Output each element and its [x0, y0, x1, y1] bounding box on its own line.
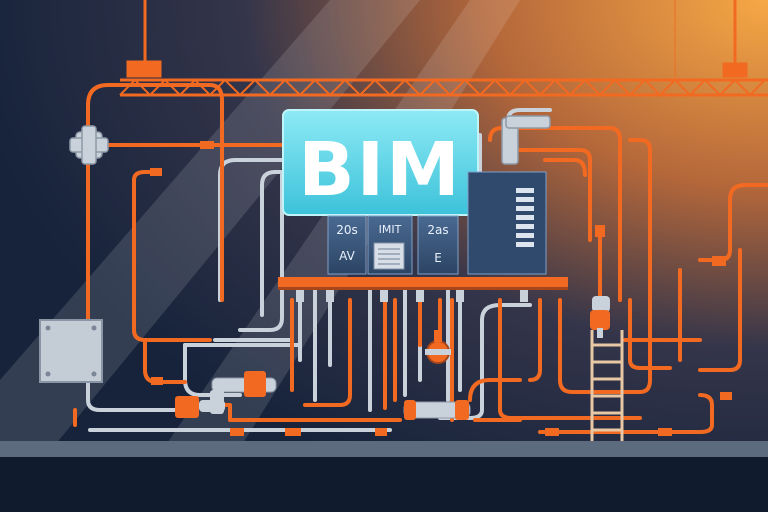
panel-1-bottom: AV [339, 249, 355, 263]
control-panels: 20s AV IMIT 2as E [327, 171, 547, 275]
bim-sign-text: BIM [298, 127, 462, 213]
control-panel-icon [467, 171, 547, 275]
junction-box-icon [39, 319, 103, 383]
valve-icon [425, 330, 451, 364]
pressure-valve-icon [590, 296, 610, 338]
floor-shadow [0, 457, 768, 512]
inline-valve-bottom-left [175, 396, 225, 418]
inline-valve-bottom-center [403, 400, 471, 420]
manifold-bar [278, 277, 568, 302]
panel-1-top: 20s [336, 223, 358, 237]
pipe-couplings [150, 141, 732, 436]
panel-2-screen [373, 242, 405, 270]
truss-icon [119, 0, 768, 97]
elbow-fitting-icon [501, 115, 551, 165]
floor-slab [0, 441, 768, 457]
panel-3-top: 2as [427, 223, 448, 237]
panel-3-bottom: E [434, 251, 442, 265]
bim-sign: BIM [282, 109, 479, 216]
cross-fitting-icon [69, 125, 109, 165]
panel-2-top: IMIT [379, 223, 402, 236]
orange-pipe-network [73, 83, 768, 434]
ladder-icon [590, 330, 624, 441]
